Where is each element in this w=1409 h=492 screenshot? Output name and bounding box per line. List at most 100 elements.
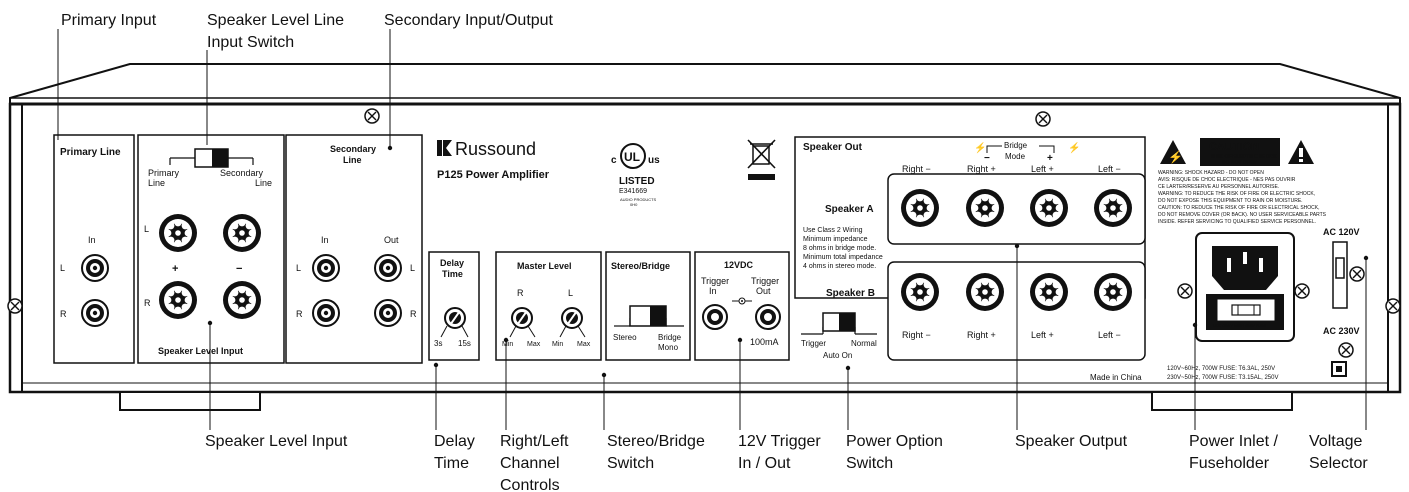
speaker-a-left-plus-post[interactable] <box>1030 189 1068 227</box>
svg-text:E341669: E341669 <box>619 188 647 195</box>
svg-text:Secondary: Secondary <box>220 168 264 178</box>
speaker-a-right-plus-post[interactable] <box>966 189 1004 227</box>
svg-text:In: In <box>88 235 96 245</box>
secondary-line-panel: Secondary Line In Out L R L R <box>285 134 423 364</box>
chassis-screw <box>7 298 23 314</box>
secondary-output-right-jack[interactable] <box>374 299 402 327</box>
speaker-level-right-minus-post[interactable] <box>223 281 261 319</box>
callout-rl-controls: Right/Left <box>500 433 569 450</box>
svg-text:us: us <box>648 155 660 166</box>
right-channel-level-knob[interactable] <box>511 307 533 329</box>
secondary-input-right-jack[interactable] <box>312 299 340 327</box>
svg-text:8 ohms in bridge mode.: 8 ohms in bridge mode. <box>803 245 876 252</box>
primary-input-left-jack[interactable] <box>81 254 109 282</box>
left-channel-level-knob[interactable] <box>561 307 583 329</box>
svg-text:4 ohms in stereo mode.: 4 ohms in stereo mode. <box>803 263 876 270</box>
weee-bin-icon <box>747 139 776 180</box>
callout-power-inlet-2: Fuseholder <box>1189 455 1270 472</box>
svg-text:CE LARTER/RESERVE AU PERSONNEL: CE LARTER/RESERVE AU PERSONNEL AUTORISE. <box>1158 184 1279 190</box>
svg-text:Line: Line <box>255 178 272 188</box>
primary-input-right-jack[interactable] <box>81 299 109 327</box>
stereo-bridge-panel: Stereo/Bridge Stereo Bridge Mono <box>605 251 691 361</box>
trigger-out-jack[interactable] <box>755 304 781 330</box>
svg-text:WARNING: SHOCK HAZARD - DO NOT: WARNING: SHOCK HAZARD - DO NOT OPEN <box>1158 170 1264 176</box>
panel-screw <box>1177 283 1193 299</box>
svg-text:Speaker Out: Speaker Out <box>803 142 863 153</box>
callout-trigger-2: In / Out <box>738 455 791 472</box>
svg-text:R: R <box>144 298 151 308</box>
svg-text:L: L <box>410 263 415 273</box>
svg-text:Trigger: Trigger <box>701 276 729 286</box>
svg-text:Speaker Level Input: Speaker Level Input <box>158 346 243 356</box>
callout-stereo-bridge-2: Switch <box>607 455 654 472</box>
svg-text:Normal: Normal <box>851 339 877 348</box>
svg-text:LISTED: LISTED <box>619 176 655 187</box>
svg-text:WARNING: TO REDUCE THE RISK OF: WARNING: TO REDUCE THE RISK OF FIRE OR E… <box>1158 191 1315 197</box>
svg-text:Trigger: Trigger <box>751 276 779 286</box>
speaker-b-right-minus-post[interactable] <box>901 273 939 311</box>
trigger-in-jack[interactable] <box>702 304 728 330</box>
speaker-level-right-plus-post[interactable] <box>159 281 197 319</box>
svg-text:Min: Min <box>502 341 513 348</box>
callout-speaker-level-input: Speaker Level Input <box>205 433 348 450</box>
svg-text:Right +: Right + <box>967 330 996 340</box>
svg-text:R: R <box>517 288 524 298</box>
speaker-a-left-minus-post[interactable] <box>1094 189 1132 227</box>
secondary-input-left-jack[interactable] <box>312 254 340 282</box>
svg-text:c: c <box>611 155 617 166</box>
svg-text:Left +: Left + <box>1031 330 1054 340</box>
callout-voltage-selector-2: Selector <box>1309 455 1368 472</box>
speaker-a-right-minus-post[interactable] <box>901 189 939 227</box>
speaker-b-left-plus-post[interactable] <box>1030 273 1068 311</box>
secondary-output-left-jack[interactable] <box>374 254 402 282</box>
speaker-b-right-plus-post[interactable] <box>966 273 1004 311</box>
svg-text:Use Class 2 Wiring: Use Class 2 Wiring <box>803 227 863 234</box>
speaker-level-left-plus-post[interactable] <box>159 214 197 252</box>
callout-delay-time-2: Time <box>434 455 469 472</box>
callout-rl-controls-2: Channel <box>500 455 560 472</box>
svg-text:+: + <box>172 263 178 275</box>
speaker-level-input-panel: Primary Line Secondary Line L R + − Spea… <box>137 134 285 364</box>
svg-text:Right −: Right − <box>902 164 931 174</box>
svg-text:L: L <box>296 263 301 273</box>
svg-text:Master Level: Master Level <box>517 261 572 271</box>
callout-speaker-level-switch: Speaker Level Line <box>207 12 344 29</box>
svg-text:Line: Line <box>343 155 362 165</box>
fuseholder[interactable]: USE ONLY WITH 250V FUSE <box>1213 299 1275 328</box>
callout-stereo-bridge: Stereo/Bridge <box>607 433 705 450</box>
svg-text:In: In <box>709 286 717 296</box>
svg-text:DO NOT OPEN: DO NOT OPEN <box>1222 160 1257 166</box>
svg-text:Speaker A: Speaker A <box>825 204 874 215</box>
svg-text:L: L <box>568 288 573 298</box>
svg-text:−: − <box>984 153 990 164</box>
svg-text:USE ONLY WITH 250V FUSE: USE ONLY WITH 250V FUSE <box>1213 323 1267 328</box>
brand-block: Russound P125 Power Amplifier <box>437 139 550 181</box>
svg-text:0H0: 0H0 <box>630 202 638 207</box>
svg-text:−: − <box>236 263 242 275</box>
svg-text:Bridge: Bridge <box>1004 141 1028 150</box>
svg-text:Mono: Mono <box>658 343 679 352</box>
delay-time-knob[interactable] <box>444 307 466 329</box>
chassis-screw <box>1035 111 1051 127</box>
chassis-screw <box>1385 298 1401 314</box>
svg-text:Stereo: Stereo <box>613 333 637 342</box>
svg-text:Time: Time <box>442 269 463 279</box>
caution-label: ⚡ CAUTION RISK OF ELECTRIC SHOCK DO NOT … <box>1158 138 1327 225</box>
svg-text:Max: Max <box>577 341 591 348</box>
speaker-level-left-minus-post[interactable] <box>223 214 261 252</box>
speaker-b-left-minus-post[interactable] <box>1094 273 1132 311</box>
callout-power-inlet: Power Inlet / <box>1189 433 1278 450</box>
callout-power-option: Power Option <box>846 433 943 450</box>
svg-text:⚡: ⚡ <box>974 141 986 154</box>
callout-trigger: 12V Trigger <box>738 433 821 450</box>
svg-text:100mA: 100mA <box>750 337 779 347</box>
power-option-area: Trigger Normal Auto On <box>801 312 877 360</box>
svg-text:Auto On: Auto On <box>823 351 852 360</box>
svg-text:15s: 15s <box>458 339 471 348</box>
svg-text:L: L <box>144 224 149 234</box>
svg-text:CAUTION: TO REDUCE THE RISK OF: CAUTION: TO REDUCE THE RISK OF FIRE OR E… <box>1158 205 1320 211</box>
svg-text:Bridge: Bridge <box>658 333 682 342</box>
svg-text:Made in China: Made in China <box>1090 373 1142 382</box>
svg-text:Out: Out <box>756 286 771 296</box>
